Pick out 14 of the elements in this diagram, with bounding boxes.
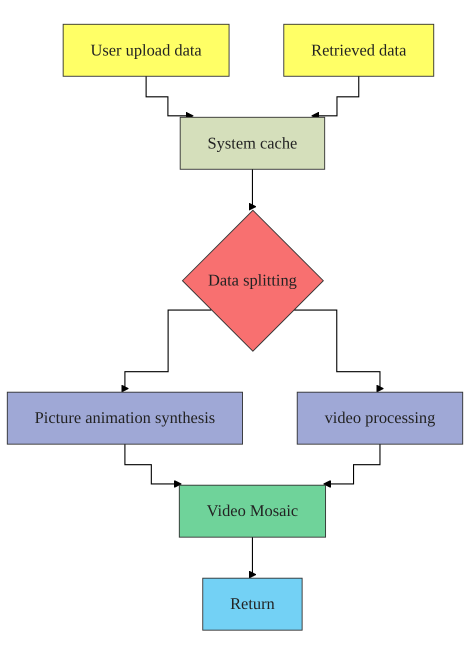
arrow xyxy=(294,309,384,392)
node-box: User upload data xyxy=(62,24,230,76)
node-diamond: Data splitting xyxy=(182,209,324,352)
node-box: Return xyxy=(202,578,303,630)
node-box: Picture animation synthesis xyxy=(6,392,243,444)
node-box: Video Mosaic xyxy=(178,484,326,538)
node-box: System cache xyxy=(180,116,326,170)
node-box: video processing xyxy=(296,392,464,444)
arrow xyxy=(248,536,256,578)
arrow xyxy=(248,168,256,210)
arrow xyxy=(323,443,381,488)
node-box: Retrieved data xyxy=(283,24,434,76)
arrow xyxy=(124,443,182,488)
arrow xyxy=(120,309,212,392)
